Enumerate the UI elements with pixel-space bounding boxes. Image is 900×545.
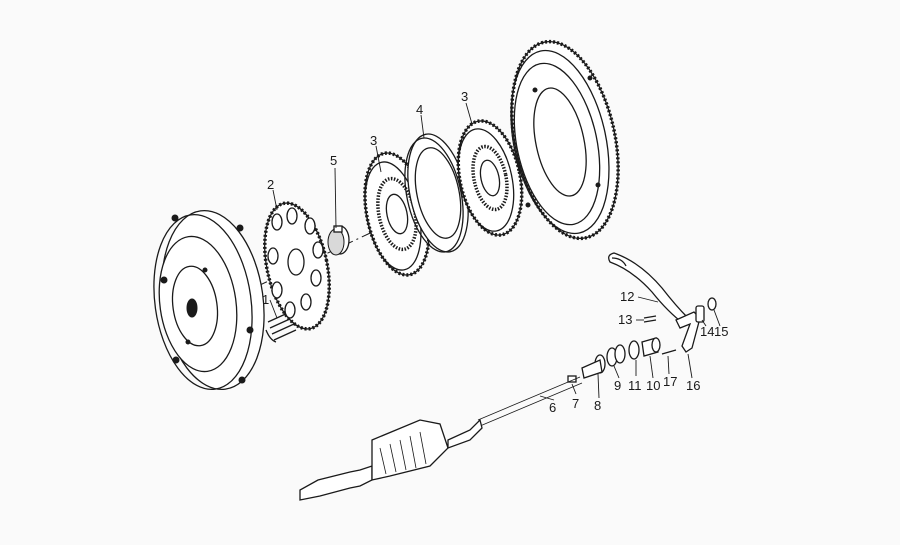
part-5-hub bbox=[327, 225, 350, 256]
callout-2: 2 bbox=[267, 177, 274, 192]
part-4-ring-plate bbox=[404, 133, 469, 253]
callout-17: 17 bbox=[663, 374, 677, 389]
callout-5: 5 bbox=[330, 153, 337, 168]
callout-13: 13 bbox=[618, 312, 632, 327]
part-12-shift-fork bbox=[608, 252, 689, 325]
part-3-friction-disc-rear bbox=[456, 119, 524, 237]
callout-8: 8 bbox=[594, 398, 601, 413]
flywheel-housing bbox=[153, 209, 265, 391]
callout-1: 1 bbox=[262, 292, 269, 307]
part-11-ring bbox=[628, 340, 640, 360]
callout-12: 12 bbox=[620, 289, 634, 304]
callout-14: 14 bbox=[700, 324, 714, 339]
callout-4: 4 bbox=[416, 102, 423, 117]
part-10-collar bbox=[641, 337, 661, 357]
callout-6: 6 bbox=[549, 400, 556, 415]
callout-7: 7 bbox=[572, 396, 579, 411]
part-17-pin bbox=[661, 349, 677, 355]
callout-15: 15 bbox=[714, 324, 728, 339]
leader-lines bbox=[269, 102, 721, 401]
callout-3-front: 3 bbox=[370, 133, 377, 148]
callout-3-rear: 3 bbox=[461, 89, 468, 104]
callout-16: 16 bbox=[686, 378, 700, 393]
ring-gear bbox=[510, 39, 620, 241]
callout-9: 9 bbox=[614, 378, 621, 393]
part-13-pin bbox=[643, 315, 657, 323]
callout-10: 10 bbox=[646, 378, 660, 393]
part-callouts: 1 2 3 4 5 3 6 7 8 9 10 11 12 13 14 15 16… bbox=[262, 89, 728, 415]
part-8-bushing bbox=[581, 354, 606, 379]
part-2-drive-plate bbox=[263, 201, 331, 331]
part-15-washer bbox=[707, 297, 717, 311]
part-9-washer bbox=[606, 344, 626, 367]
part-14-pin bbox=[695, 305, 705, 323]
part-6-input-shaft bbox=[299, 376, 583, 501]
callout-11: 11 bbox=[628, 378, 642, 393]
